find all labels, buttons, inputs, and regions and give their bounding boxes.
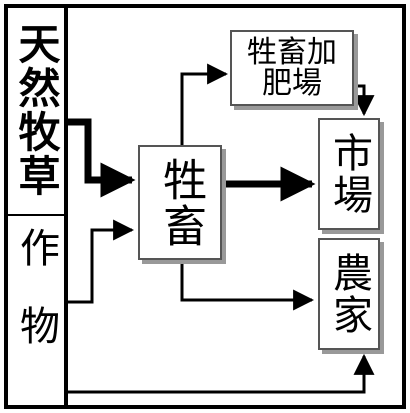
node-crops: 作物 bbox=[8, 220, 64, 390]
arrow-processing-to-market bbox=[353, 84, 375, 117]
node-livestock-processing: 牲畜加肥場 bbox=[230, 30, 354, 106]
source-column bbox=[4, 4, 68, 409]
arrow-livestock-to-farmer bbox=[180, 260, 315, 311]
arrow-grass-to-livestock bbox=[68, 118, 136, 198]
arrow-crops-to-farmer bbox=[68, 353, 375, 394]
node-livestock-processing-label: 牲畜加肥場 bbox=[247, 34, 337, 101]
node-livestock: 牲畜 bbox=[138, 145, 222, 260]
node-farmer: 農家 bbox=[318, 238, 380, 350]
node-market: 市場 bbox=[318, 118, 380, 230]
source-divider bbox=[4, 214, 68, 216]
arrow-livestock-to-processing bbox=[180, 63, 229, 145]
arrow-crops-to-livestock bbox=[68, 219, 135, 304]
node-natural-grass: 天然牧草 bbox=[8, 10, 64, 210]
